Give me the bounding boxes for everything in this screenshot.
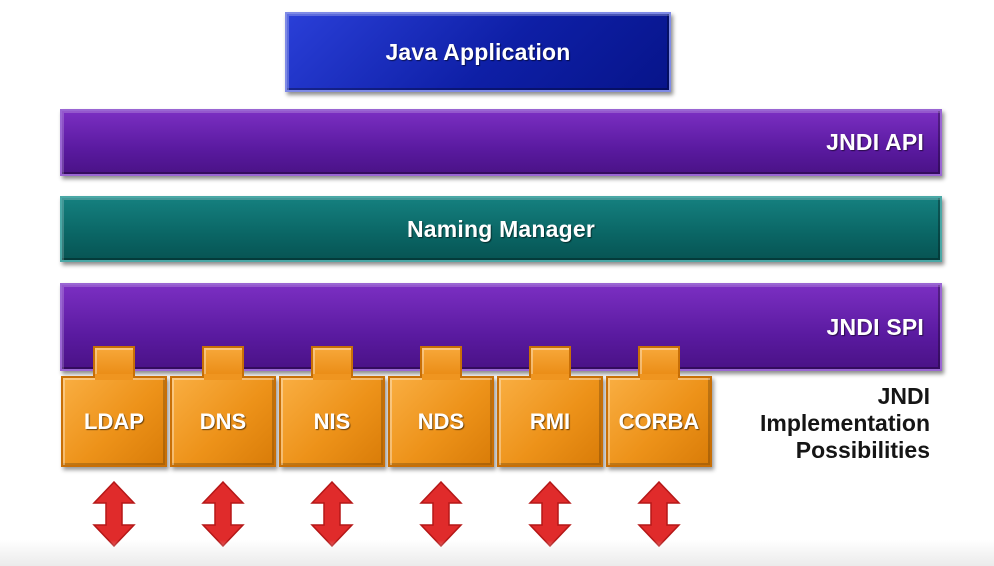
double-arrow-icon <box>528 481 572 547</box>
double-arrow-icon <box>310 481 354 547</box>
implementation-label: NIS <box>313 408 351 434</box>
implementation-dns: DNS <box>170 346 276 467</box>
double-arrow-icon <box>201 481 245 547</box>
implementation-box: LDAP <box>61 376 167 467</box>
plug-tab <box>638 346 680 378</box>
implementation-box: RMI <box>497 376 603 467</box>
naming-manager-label: Naming Manager <box>406 215 596 242</box>
plug-tab <box>93 346 135 378</box>
implementation-label: CORBA <box>618 408 700 434</box>
implementation-corba: CORBA <box>606 346 712 467</box>
jndi-api-label: JNDI API <box>826 129 924 155</box>
implementation-ldap: LDAP <box>61 346 167 467</box>
caption-line: Possibilities <box>795 437 930 463</box>
caption-line: Implementation <box>760 410 930 436</box>
implementation-box: NDS <box>388 376 494 467</box>
double-arrow-icon <box>92 481 136 547</box>
implementation-nds: NDS <box>388 346 494 467</box>
implementation-label: RMI <box>529 408 571 434</box>
plug-tab <box>420 346 462 378</box>
implementation-caption: JNDI Implementation Possibilities <box>714 383 930 464</box>
implementation-box: CORBA <box>606 376 712 467</box>
java-application-layer: Java Application <box>285 12 671 92</box>
plug-tab <box>311 346 353 378</box>
implementation-rmi: RMI <box>497 346 603 467</box>
jndi-api-layer: JNDI API <box>60 109 942 176</box>
implementation-box: DNS <box>170 376 276 467</box>
naming-manager-layer: Naming Manager <box>60 196 942 262</box>
implementation-nis: NIS <box>279 346 385 467</box>
implementation-label: LDAP <box>84 408 144 434</box>
implementation-label: DNS <box>199 408 247 434</box>
plug-tab <box>529 346 571 378</box>
caption-line: JNDI <box>877 383 930 409</box>
jndi-spi-label: JNDI SPI <box>826 313 924 340</box>
implementation-box: NIS <box>279 376 385 467</box>
java-application-label: Java Application <box>385 38 571 65</box>
implementation-label: NDS <box>417 408 465 434</box>
double-arrow-icon <box>637 481 681 547</box>
plug-tab <box>202 346 244 378</box>
double-arrow-icon <box>419 481 463 547</box>
